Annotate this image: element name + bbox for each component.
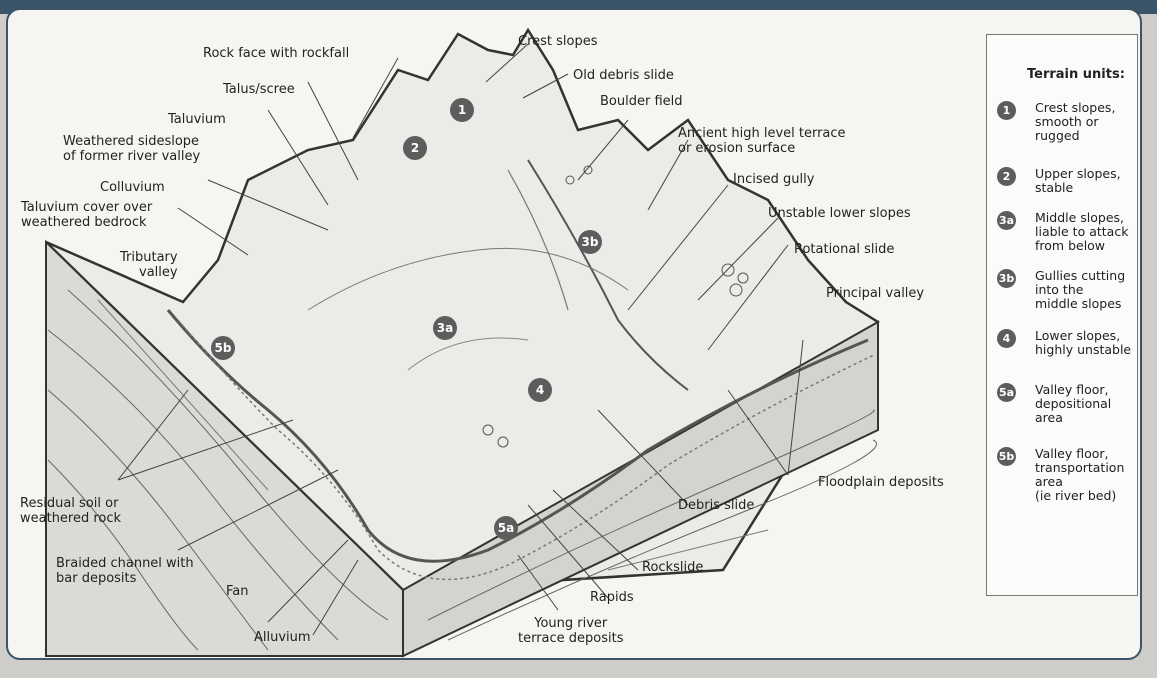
label-weathered-sideslope: Weathered sideslope of former river vall… [63,134,200,164]
label-taluvium-cover: Taluvium cover over weathered bedrock [21,200,152,230]
badge-unit-4: 4 [528,378,552,402]
label-fan: Fan [226,584,249,599]
legend-text: Middle slopes, liable to attack from bel… [1035,211,1135,253]
label-alluvium: Alluvium [254,630,311,645]
legend-badge: 2 [997,167,1016,186]
label-debris-slide: Debris slide [678,498,754,513]
badge-unit-1: 1 [450,98,474,122]
label-colluvium: Colluvium [100,180,165,195]
label-taluvium: Taluvium [168,112,226,127]
badge-unit-5b: 5b [211,336,235,360]
label-crest-slopes: Crest slopes [518,34,598,49]
label-old-debris-slide: Old debris slide [573,68,674,83]
legend-text: Gullies cutting into the middle slopes [1035,269,1135,311]
label-braided-channel: Braided channel with bar deposits [56,556,194,586]
label-tributary-valley: Tributary valley [120,250,178,280]
badge-unit-3b: 3b [578,230,602,254]
legend-text: Crest slopes, smooth or rugged [1035,101,1135,143]
legend-text: Valley floor, transportation area (ie ri… [1035,447,1135,503]
legend-badge: 5b [997,447,1016,466]
label-ancient-terrace: Ancient high level terrace or erosion su… [678,126,846,156]
legend-badge: 4 [997,329,1016,348]
label-incised-gully: Incised gully [733,172,814,187]
legend-text: Upper slopes, stable [1035,167,1135,195]
label-talus: Talus/scree [223,82,295,97]
legend-badge: 5a [997,383,1016,402]
label-young-terrace: Young river terrace deposits [518,616,624,646]
label-rapids: Rapids [590,590,634,605]
label-rockslide: Rockslide [642,560,703,575]
legend-title: Terrain units: [1027,67,1125,82]
badge-unit-2: 2 [403,136,427,160]
terrain-units-legend: Terrain units: 1 Crest slopes, smooth or… [986,34,1138,596]
label-residual-soil: Residual soil or weathered rock [20,496,121,526]
legend-text: Lower slopes, highly unstable [1035,329,1135,357]
label-boulder-field: Boulder field [600,94,683,109]
badge-unit-5a: 5a [494,516,518,540]
label-rock-face: Rock face with rockfall [203,46,349,61]
label-rotational-slide: Rotational slide [794,242,894,257]
legend-text: Valley floor, depositional area [1035,383,1135,425]
legend-badge: 3a [997,211,1016,230]
legend-badge: 1 [997,101,1016,120]
label-principal-valley: Principal valley [826,286,924,301]
badge-unit-3a: 3a [433,316,457,340]
label-unstable-lower-slopes: Unstable lower slopes [768,206,911,221]
legend-badge: 3b [997,269,1016,288]
diagram-panel: Crest slopes Old debris slide Rock face … [6,8,1142,660]
label-floodplain-deposits: Floodplain deposits [818,475,944,490]
